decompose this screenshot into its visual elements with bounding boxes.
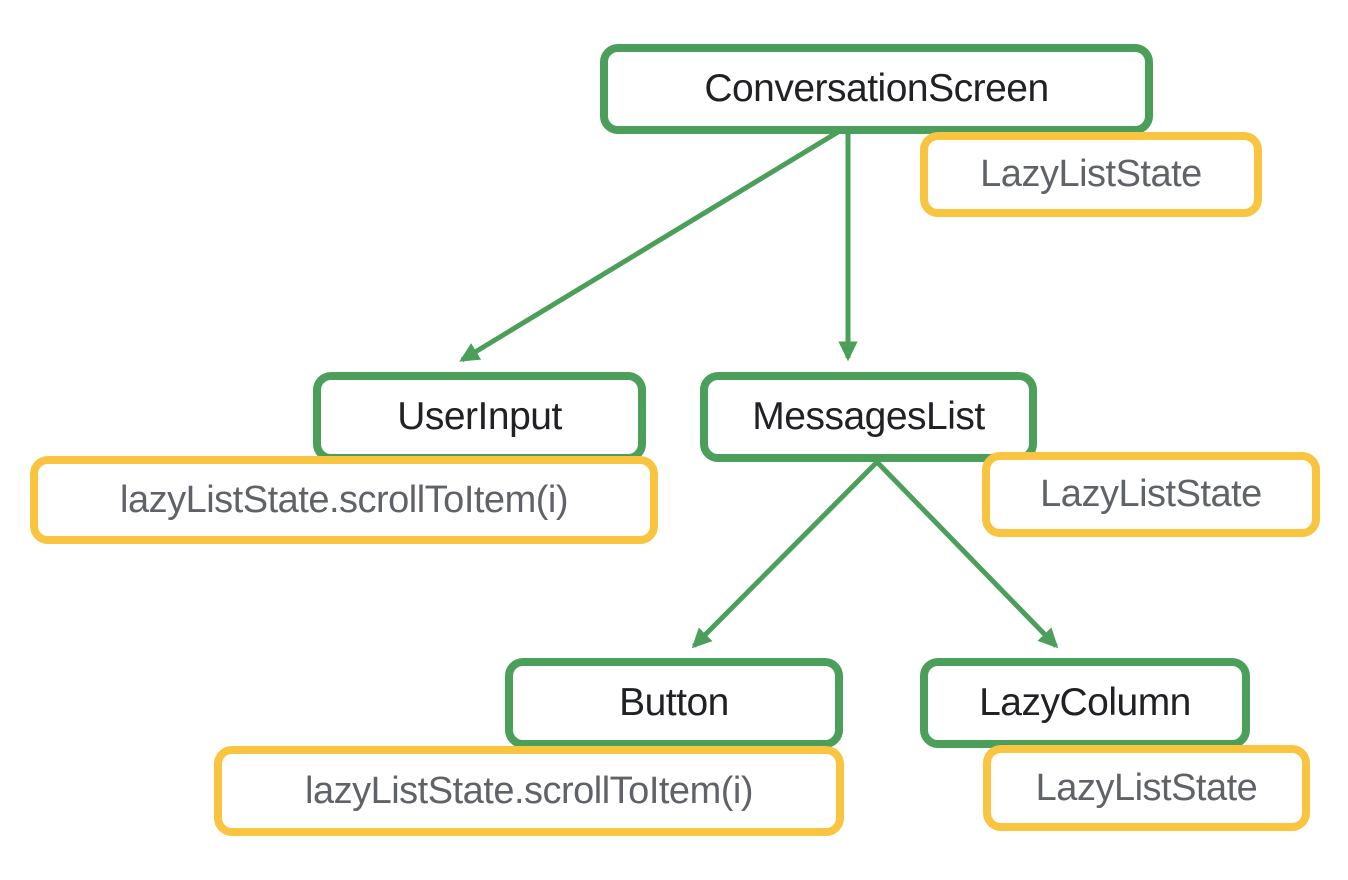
state-label: lazyListState.scrollToItem(i) — [305, 769, 753, 812]
node-lazy-column: LazyColumn — [920, 658, 1250, 748]
edge-conversation-screen-to-user-input — [459, 129, 840, 363]
state-badge-messages-list: LazyListState — [982, 452, 1320, 537]
node-user-input: UserInput — [313, 372, 646, 462]
node-conversation-screen: ConversationScreen — [600, 44, 1153, 134]
state-label: LazyListState — [1035, 766, 1258, 809]
node-label: Button — [619, 681, 729, 724]
state-badge-lazy-column: LazyListState — [983, 745, 1310, 831]
state-badge-button-call: lazyListState.scrollToItem(i) — [214, 746, 844, 836]
node-label: UserInput — [397, 395, 562, 438]
state-label: lazyListState.scrollToItem(i) — [120, 478, 568, 521]
state-badge-user-input-call: lazyListState.scrollToItem(i) — [30, 456, 658, 544]
edge-messages-list-to-button — [691, 460, 879, 649]
state-label: LazyListState — [1040, 473, 1262, 515]
node-messages-list: MessagesList — [700, 372, 1037, 462]
node-label: ConversationScreen — [704, 67, 1049, 110]
node-button: Button — [505, 658, 843, 748]
node-label: MessagesList — [752, 395, 985, 438]
state-badge-conversation-screen: LazyListState — [920, 132, 1262, 217]
state-label: LazyListState — [980, 153, 1202, 195]
node-label: LazyColumn — [979, 681, 1191, 724]
edge-messages-list-to-lazy-column — [875, 460, 1059, 649]
